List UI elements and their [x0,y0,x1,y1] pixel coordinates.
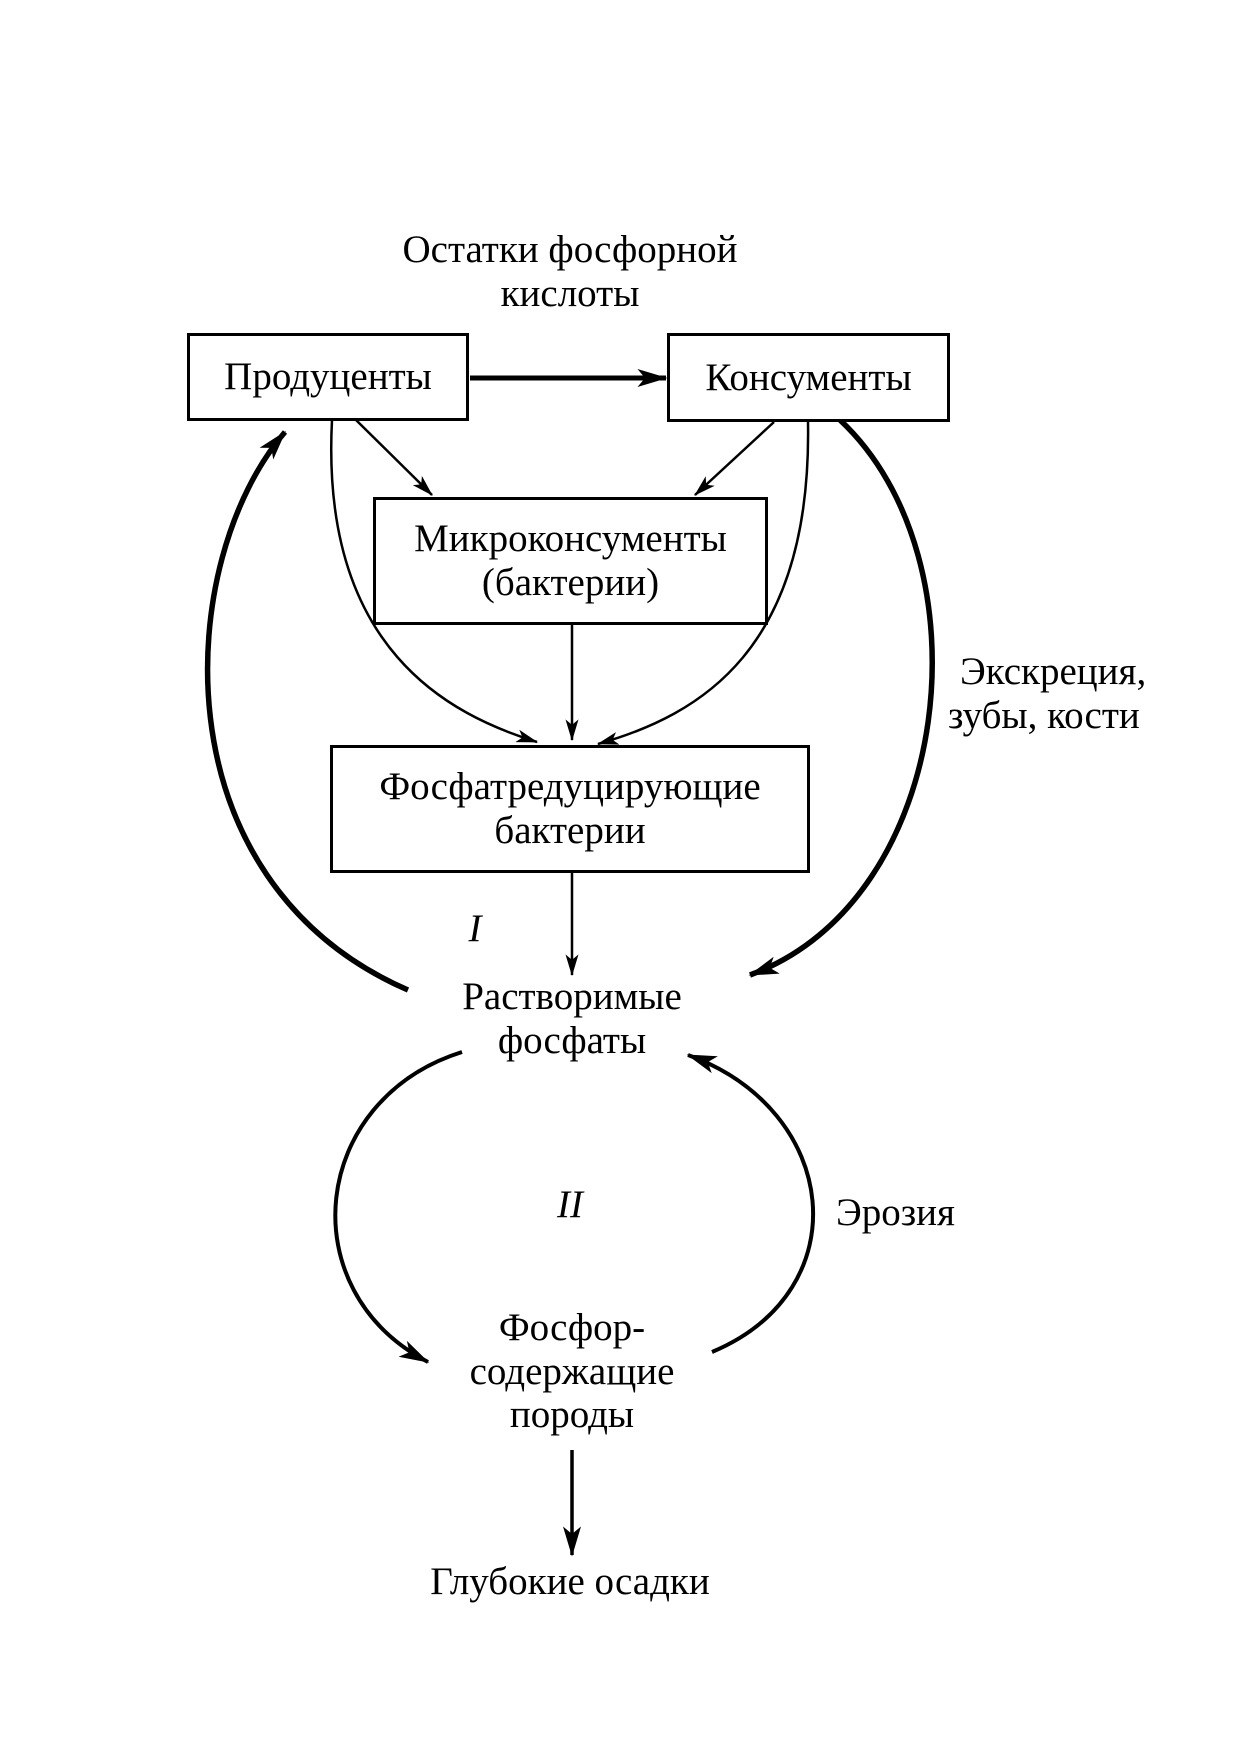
acid-residues-label: Остатки фосфорной кислоты [360,228,780,315]
phosphorus-rocks-line2: содержащие [469,1349,675,1393]
phosphate-reducing-line2: бактерии [494,809,646,852]
consumers-box: Консументы [667,333,950,422]
deep-sediments-label: Глубокие осадки [430,1560,710,1603]
arrow-consumers-to-reducers [596,421,810,746]
acid-residues-line2: кислоты [500,271,640,315]
arrow-producers-to-reducers [329,419,539,744]
microconsumers-box: Микроконсументы (бактерии) [373,497,768,625]
arrow-erosion [686,1053,816,1354]
erosion-label: Эрозия [836,1191,955,1234]
producers-label: Продуценты [224,355,432,399]
arrow-producers-to-microconsumers [355,419,433,496]
excretion-line2: зубы, кости [948,693,1140,737]
soluble-phosphates-line2: фосфаты [497,1018,647,1062]
microconsumers-line2: (бактерии) [481,561,660,604]
phosphorus-rocks-label: Фосфор- содержащие породы [432,1306,712,1437]
acid-residues-line1: Остатки фосфорной [402,228,738,271]
phosphorus-rocks-line1: Фосфор- [498,1306,646,1349]
producers-box: Продуценты [187,333,469,421]
phosphate-reducing-line1: Фосфатредуцирующие [379,765,761,809]
arrow-excretion [748,417,935,978]
arrow-soluble-to-rocks [333,1050,463,1364]
soluble-phosphates-label: Растворимые фосфаты [417,975,727,1062]
consumers-label: Консументы [705,355,912,399]
cycle-2-label: II [557,1183,583,1226]
excretion-line1: Экскреция, [960,650,1147,693]
phosphate-reducing-box: Фосфатредуцирующие бактерии [330,745,810,873]
phosphorus-rocks-line3: породы [509,1393,635,1437]
arrow-soluble-to-producers [204,430,410,993]
excretion-label: Экскреция, зубы, кости [948,650,1203,737]
cycle-1-label: I [468,907,482,950]
microconsumers-line1: Микроконсументы [414,517,727,561]
arrow-consumers-to-microconsumers [694,421,775,496]
soluble-phosphates-line1: Растворимые [462,975,682,1018]
